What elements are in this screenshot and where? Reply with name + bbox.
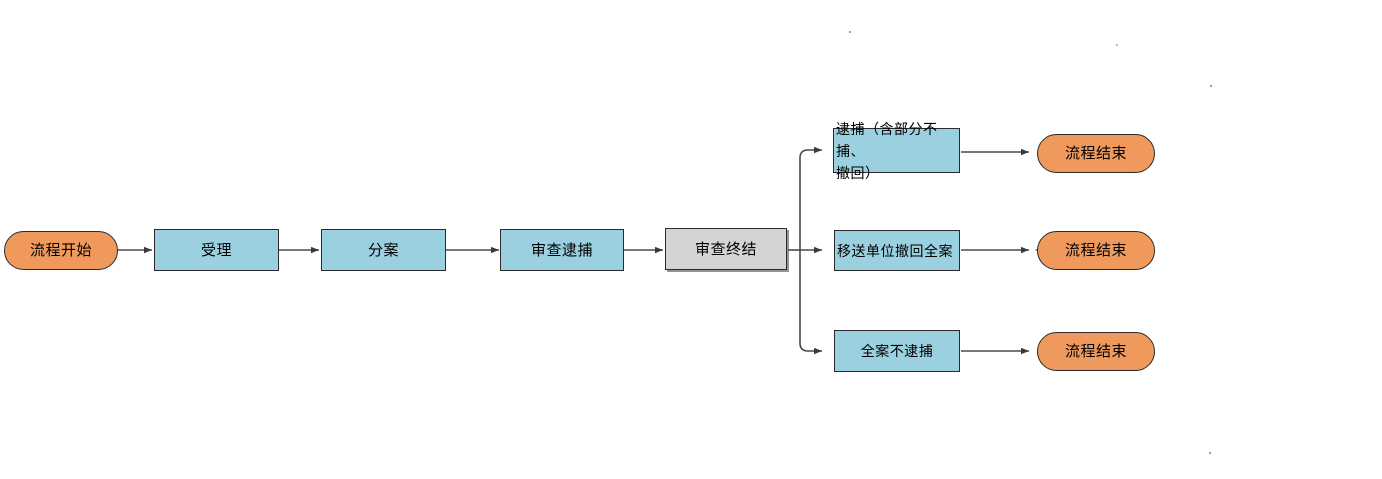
node-assign[interactable]: 分案	[321, 229, 446, 271]
artifact-speck-orange-2	[1209, 452, 1211, 454]
node-branch-arrest-text: 逮捕（含部分不捕、 撤回）	[836, 118, 959, 184]
node-end-bottom-label: 流程结束	[1064, 343, 1127, 360]
artifact-speck-gray	[1116, 44, 1118, 46]
node-end-top-label: 流程结束	[1064, 145, 1127, 162]
node-start-label: 流程开始	[29, 242, 92, 259]
node-end-middle-label: 流程结束	[1064, 242, 1127, 259]
node-branch-no-arrest[interactable]: 全案不逮捕	[834, 330, 960, 372]
node-accept[interactable]: 受理	[154, 229, 279, 271]
node-branch-arrest[interactable]: 逮捕（含部分不捕、 撤回）	[833, 121, 960, 181]
artifact-speck-blue	[849, 31, 851, 33]
node-branch-no-arrest-label: 全案不逮捕	[860, 343, 934, 359]
node-branch-arrest-line1: 逮捕（含部分不捕、	[836, 120, 938, 159]
node-review-end-label: 审查终结	[694, 240, 757, 258]
node-branch-withdraw-label: 移送单位撤回全案	[837, 242, 953, 259]
node-review-arrest-label: 审查逮捕	[530, 241, 593, 259]
edge-trunk-to-branch-no-arrest	[799, 250, 822, 355]
node-end-bottom[interactable]: 流程结束	[1037, 332, 1155, 371]
node-assign-label: 分案	[367, 241, 399, 259]
node-branch-arrest-line2: 撤回）	[836, 164, 880, 181]
node-review-end[interactable]: 审查终结	[665, 228, 787, 270]
node-end-middle[interactable]: 流程结束	[1037, 231, 1155, 270]
node-start[interactable]: 流程开始	[4, 231, 118, 270]
artifact-speck-orange	[1210, 85, 1212, 87]
node-branch-withdraw[interactable]: 移送单位撤回全案	[834, 230, 960, 271]
node-accept-label: 受理	[200, 241, 232, 259]
node-review-arrest[interactable]: 审查逮捕	[500, 229, 624, 271]
node-end-top[interactable]: 流程结束	[1037, 134, 1155, 173]
edge-trunk-to-branch-arrest	[799, 146, 822, 250]
